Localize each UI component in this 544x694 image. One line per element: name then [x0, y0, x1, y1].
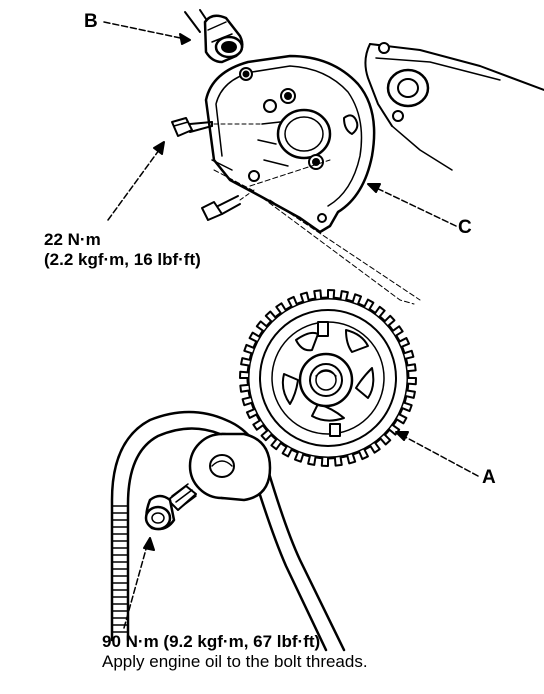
label-part-b: B	[84, 11, 98, 32]
connector-b	[184, 9, 244, 64]
pulley-tooth	[299, 291, 310, 303]
pulley-tooth	[369, 441, 381, 454]
torque-lower-instruction: Apply engine oil to the bolt threads.	[102, 652, 368, 671]
leader-c	[367, 183, 457, 227]
pulley-tooth	[293, 451, 305, 463]
pulley-tooth	[252, 419, 265, 431]
leader-b	[103, 21, 191, 41]
upper-bolt-2	[201, 189, 255, 221]
label-part-a: A	[482, 467, 496, 488]
pulley-tooth	[287, 295, 298, 308]
pulley-tooth	[406, 377, 417, 386]
label-part-c: C	[458, 217, 472, 238]
pulley-tooth	[358, 448, 369, 461]
pulley-tooth	[403, 349, 415, 360]
pulley-washer	[188, 432, 272, 502]
pulley-tooth	[395, 413, 408, 425]
torque-upper-value: 22 N·m	[44, 230, 101, 249]
pulley-tooth	[243, 343, 255, 355]
pulley-tooth	[383, 314, 396, 327]
leader-a-arrow	[395, 431, 409, 441]
back-cover-c	[204, 54, 376, 234]
pulley-tooth	[346, 453, 357, 465]
leader-torque-upper	[107, 145, 163, 221]
pulley-tooth	[351, 293, 363, 305]
pulley-tooth	[245, 408, 258, 419]
torque-upper-conversion: (2.2 kgf·m, 16 lbf·ft)	[44, 250, 201, 269]
leader-a	[395, 431, 479, 477]
pulley-tooth	[260, 429, 273, 442]
alignment-lines	[213, 159, 421, 305]
pulley-tooth	[404, 389, 416, 399]
pulley-tooth	[391, 325, 404, 337]
torque-lower-value: 90 N·m (9.2 kgf·m, 67 lbf·ft)	[102, 632, 321, 651]
pulley-tooth	[398, 337, 411, 348]
pulley-tooth	[339, 290, 349, 302]
upper-bolt-1	[171, 117, 263, 137]
pulley-tooth	[313, 289, 323, 300]
leader-torque-upper-arrow	[153, 141, 165, 155]
leader-torque-lower-arrow	[143, 537, 155, 551]
pulley-tooth	[255, 320, 268, 332]
pulley-tooth	[374, 305, 386, 318]
pulley-tooth	[239, 370, 250, 379]
leader-b-arrow	[179, 33, 191, 45]
pulley-tooth	[363, 298, 375, 311]
pulley-tooth	[281, 445, 293, 458]
pulley-tooth	[240, 357, 252, 367]
pulley-tooth	[307, 454, 317, 466]
pulley-tooth	[327, 289, 336, 300]
pulley-tooth	[320, 456, 329, 467]
pulley-tooth	[379, 433, 392, 446]
pulley-tooth	[275, 302, 287, 315]
pulley-tooth	[241, 396, 253, 407]
leader-c-arrow	[367, 183, 381, 193]
pulley-tooth	[248, 331, 261, 343]
leader-torque-lower	[123, 541, 149, 629]
pulley-tooth	[270, 438, 282, 451]
pulley-tooth	[406, 363, 417, 373]
pulley-tooth	[401, 401, 413, 413]
pulley-bolt	[144, 483, 197, 531]
pulley-tooth	[333, 456, 343, 467]
cam-pulley-a	[239, 289, 417, 467]
pulley-tooth	[239, 383, 250, 393]
engine-block-edge	[364, 42, 544, 171]
pulley-tooth	[264, 310, 277, 323]
